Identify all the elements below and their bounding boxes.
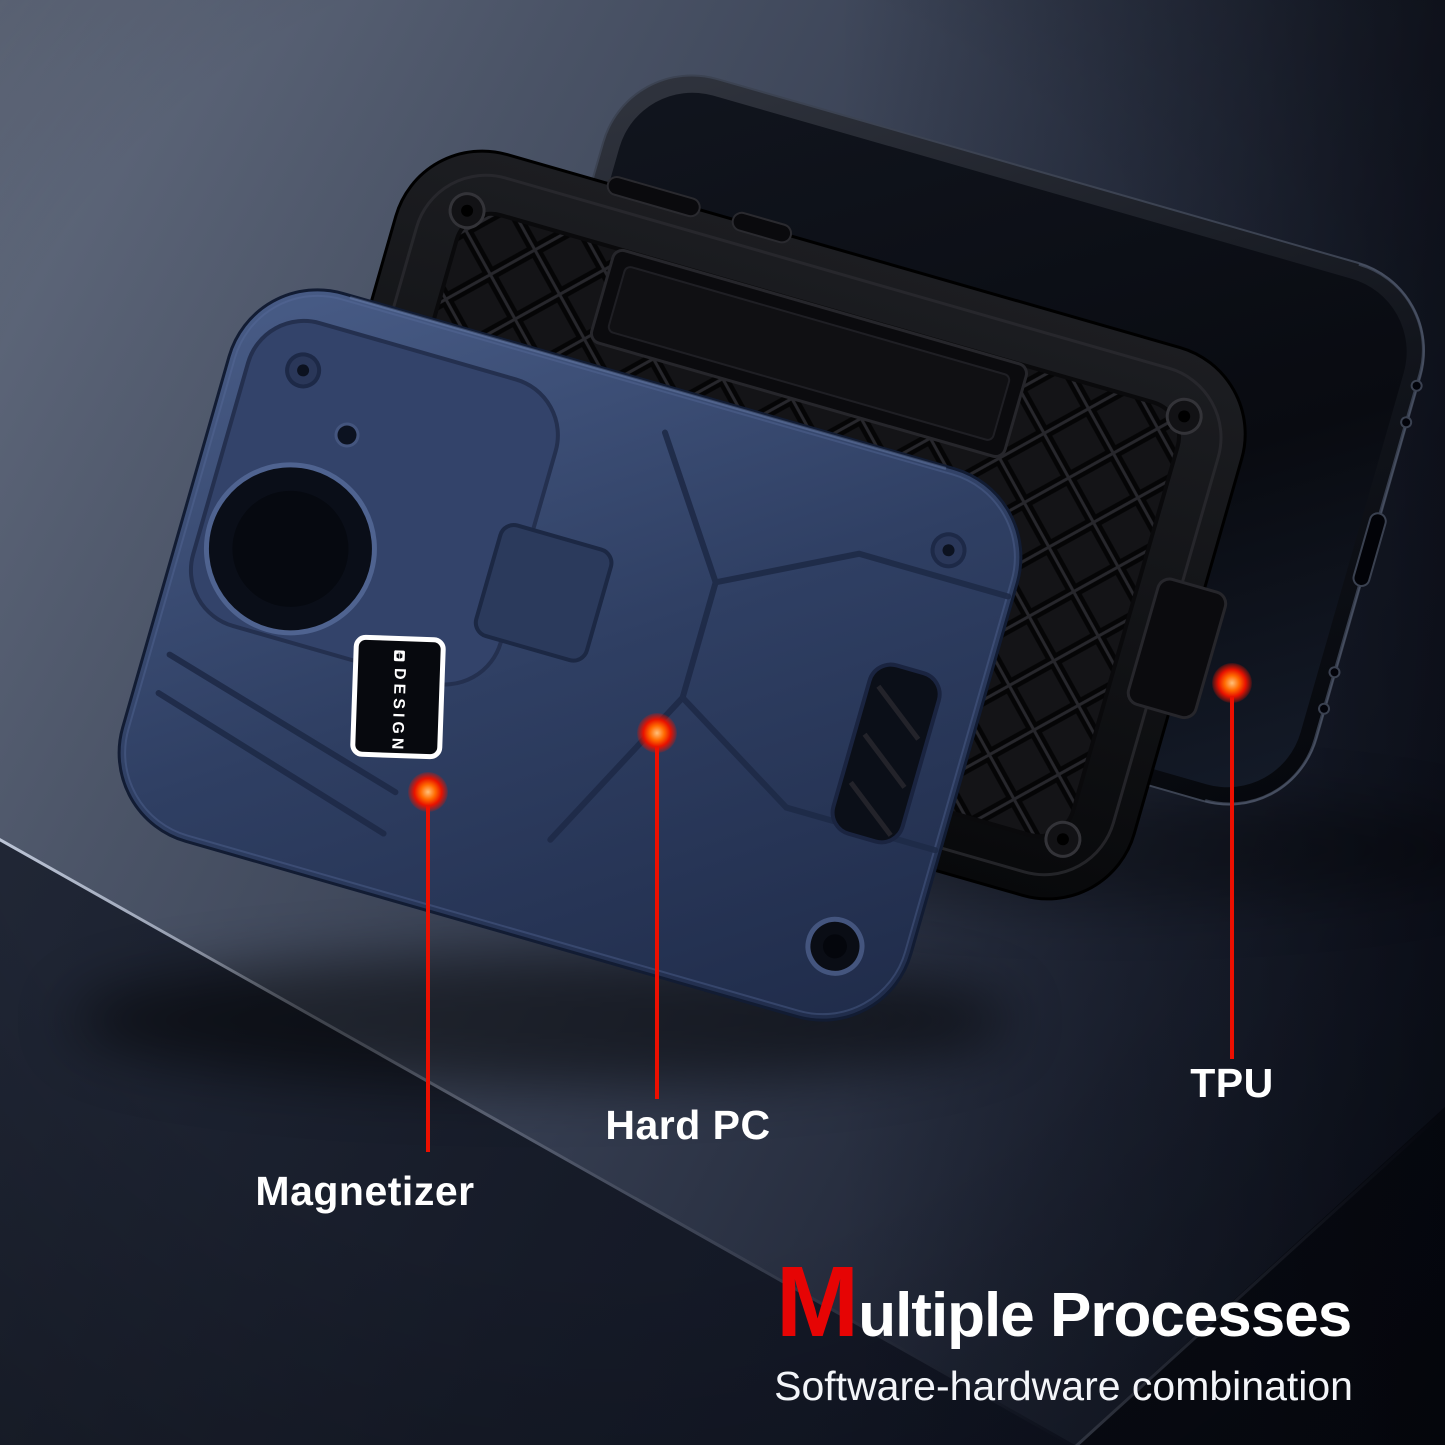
callout-line: [1230, 697, 1234, 1059]
headline-rest: ultiple Processes: [858, 1281, 1352, 1350]
callout-line: [426, 806, 430, 1152]
design-chip: DESIGN: [349, 634, 447, 760]
callout-line: [655, 747, 659, 1099]
design-chip-label: DESIGN: [388, 667, 409, 754]
subheadline: Software-hardware combination: [774, 1363, 1353, 1409]
design-logo-icon: [393, 650, 405, 662]
callout-dot: [1212, 663, 1252, 703]
caption-block: Multiple Processes Software-hardware com…: [774, 1250, 1353, 1410]
headline: Multiple Processes: [774, 1250, 1353, 1355]
callout-dot: [408, 772, 448, 812]
pc-shell-layer: [117, 288, 1023, 1022]
callout-dot: [637, 713, 677, 753]
callout-label: Hard PC: [605, 1102, 771, 1148]
headline-lead-letter: M: [775, 1246, 859, 1358]
phone-port-and-speakers: [1318, 379, 1423, 715]
callout-label: TPU: [1190, 1060, 1274, 1106]
callout-label: Magnetizer: [255, 1168, 475, 1214]
